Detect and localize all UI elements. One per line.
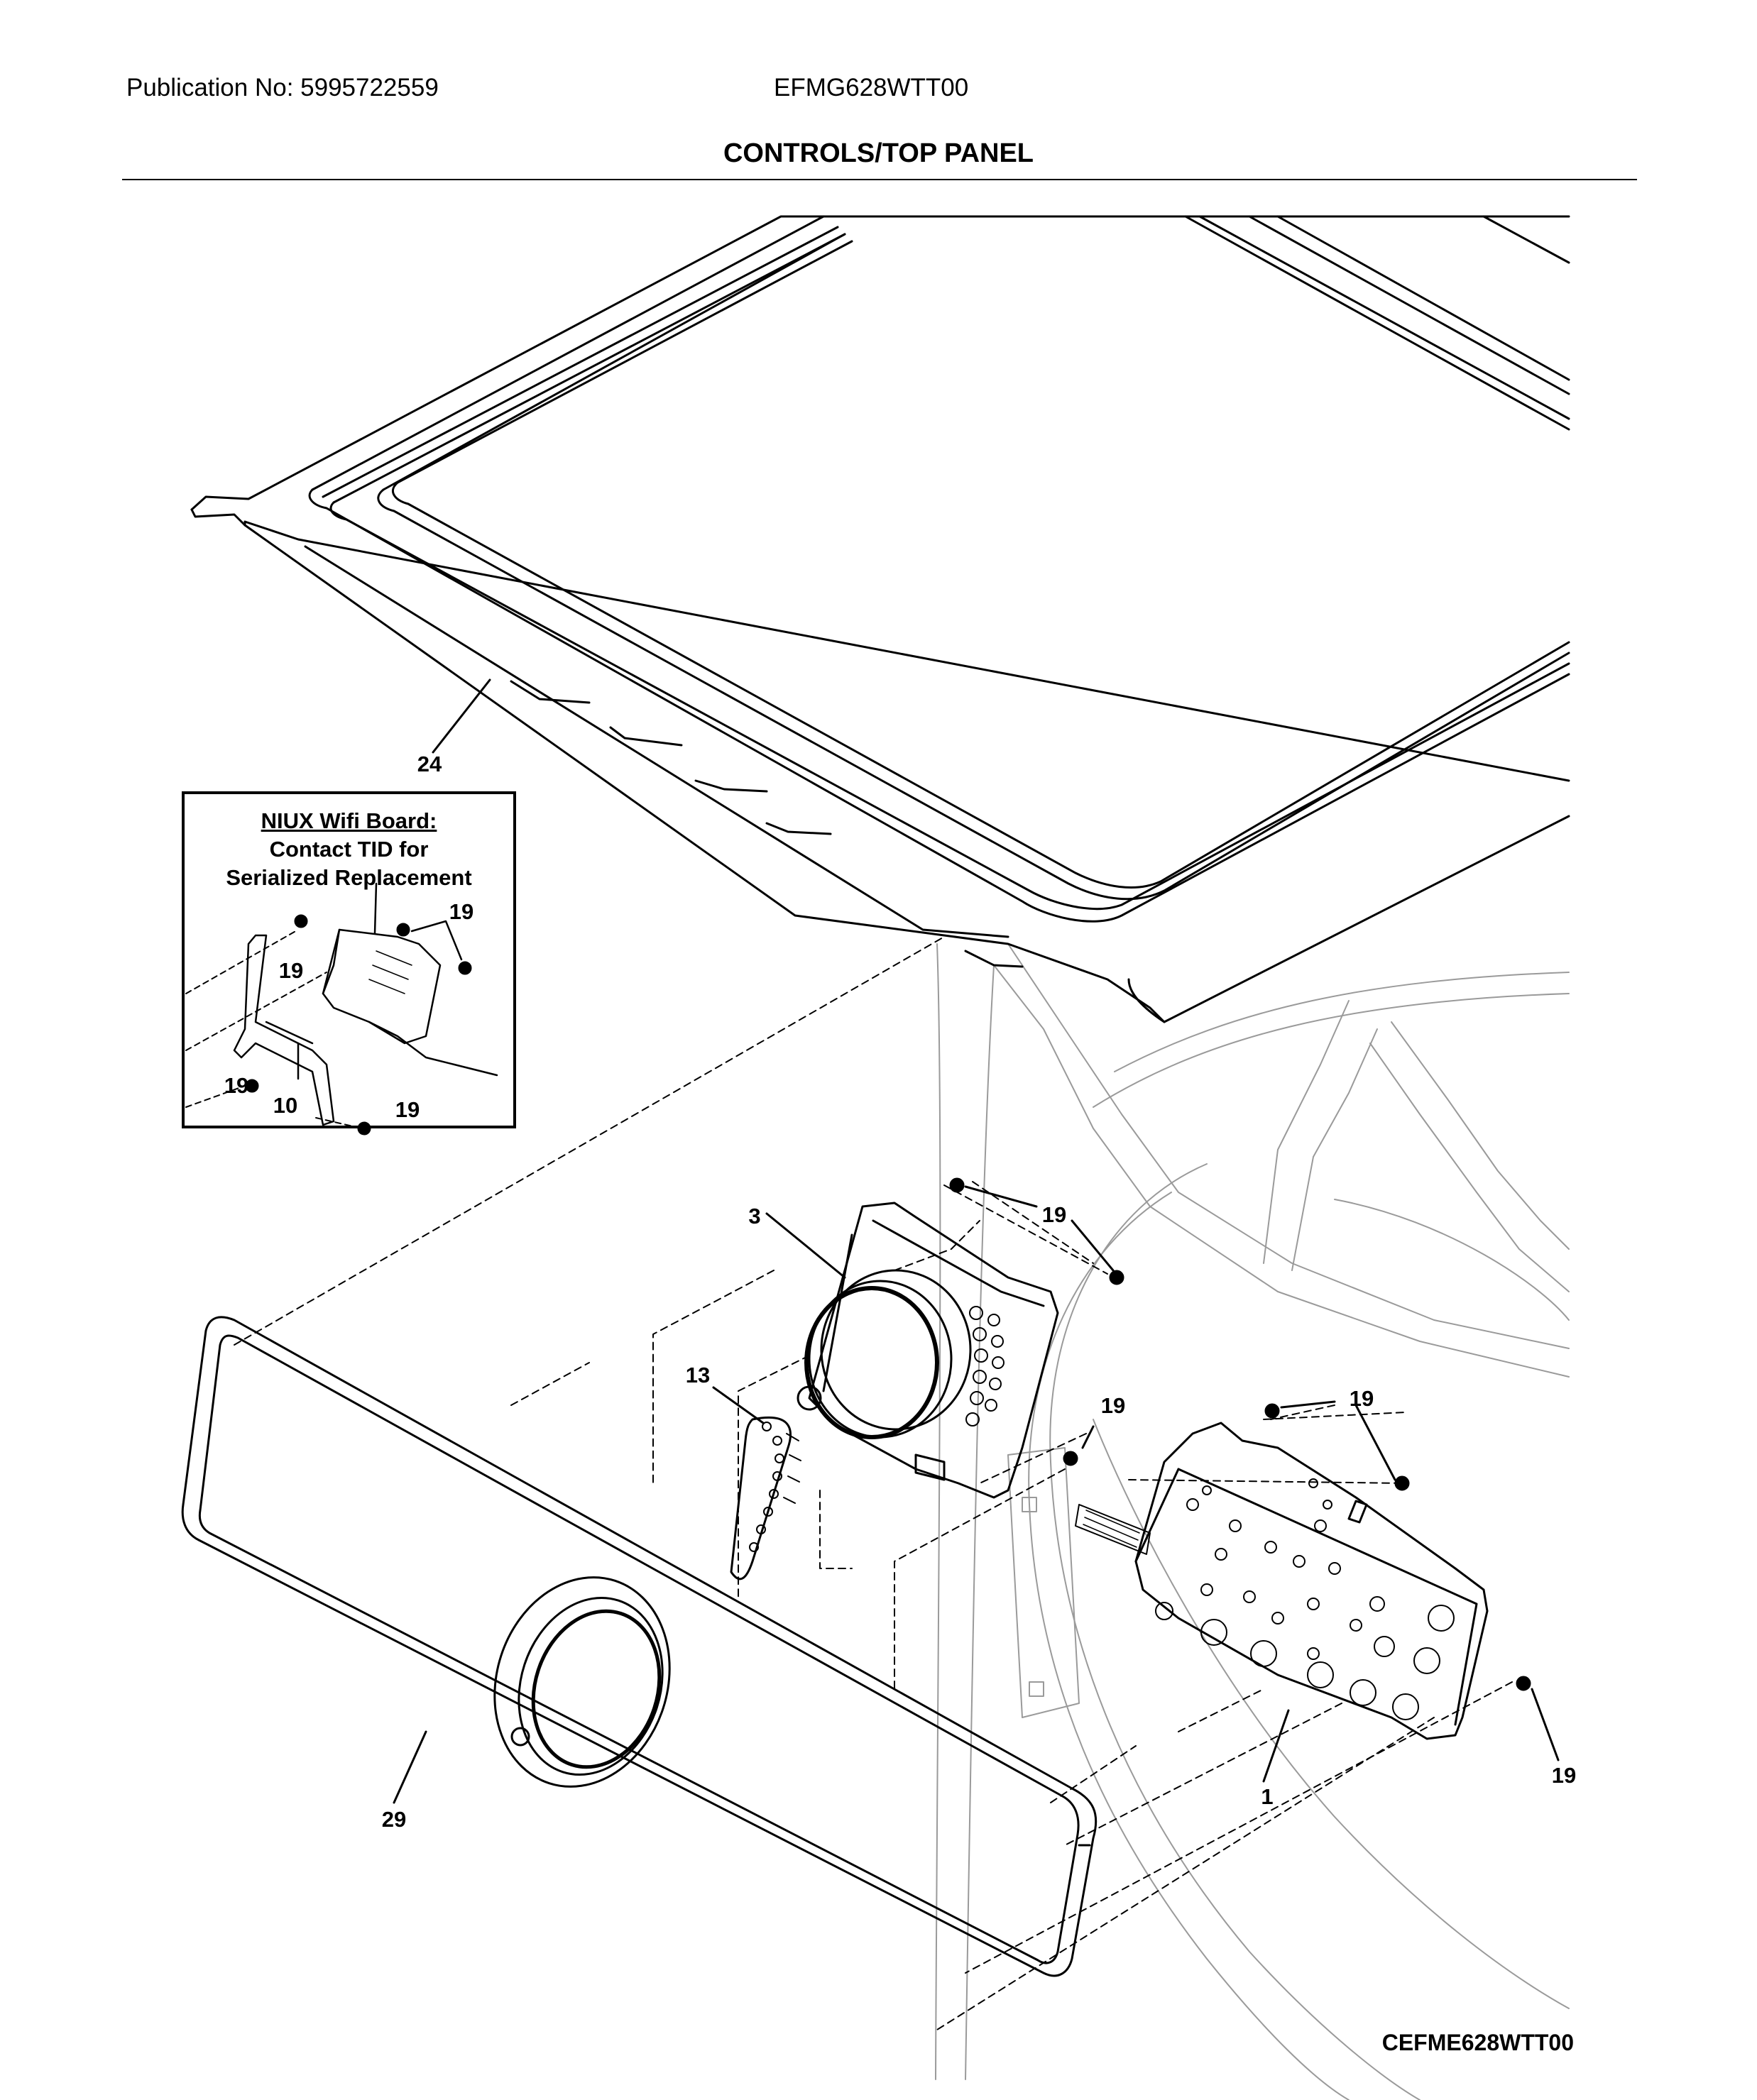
callout-19-wifi-b: 19 [279,958,303,983]
callout-19-wifi-a: 19 [449,899,474,924]
model-number: EFMG628WTT00 [774,74,969,101]
publication-number: Publication No: 5995722559 [126,74,439,101]
top-panel-24 [190,215,1570,1023]
dryer-cabinet-outline [935,943,1570,2100]
callout-3: 3 [748,1204,760,1228]
note-line-2: Contact TID for [269,837,429,862]
callout-1: 1 [1261,1784,1273,1809]
encoder-3 [797,1202,1059,1499]
diagram-code: CEFME628WTT00 [1381,2030,1574,2055]
wifi-board-10 [233,928,498,1126]
light-ring-13 [730,1416,801,1581]
callout-19-wifi-d: 19 [395,1097,420,1122]
control-board-1 [1075,1422,1489,1740]
callout-19-wifi-c: 19 [224,1073,248,1098]
callout-19-board-right: 19 [1350,1386,1374,1411]
wifi-board-inset: NIUX Wifi Board: Contact TID for Seriali… [182,791,516,1128]
header-divider [122,179,1637,180]
assembly-dashed-lines [234,936,1513,2030]
callout-10: 10 [273,1093,297,1118]
callout-19-board-left: 19 [1101,1393,1125,1418]
callout-13: 13 [686,1363,710,1387]
callout-19-encoder: 19 [1042,1202,1066,1227]
callout-29: 29 [382,1807,406,1832]
note-line-1: NIUX Wifi Board: [261,808,437,833]
page-title: CONTROLS/TOP PANEL [723,138,1034,168]
note-line-3: Serialized Replacement [226,865,472,890]
callout-24: 24 [417,752,442,776]
wifi-board-note: NIUX Wifi Board: Contact TID for Seriali… [185,807,513,892]
console-29 [181,1316,1098,1977]
callout-19-board-bottom: 19 [1552,1763,1576,1788]
screws [245,914,1531,1691]
